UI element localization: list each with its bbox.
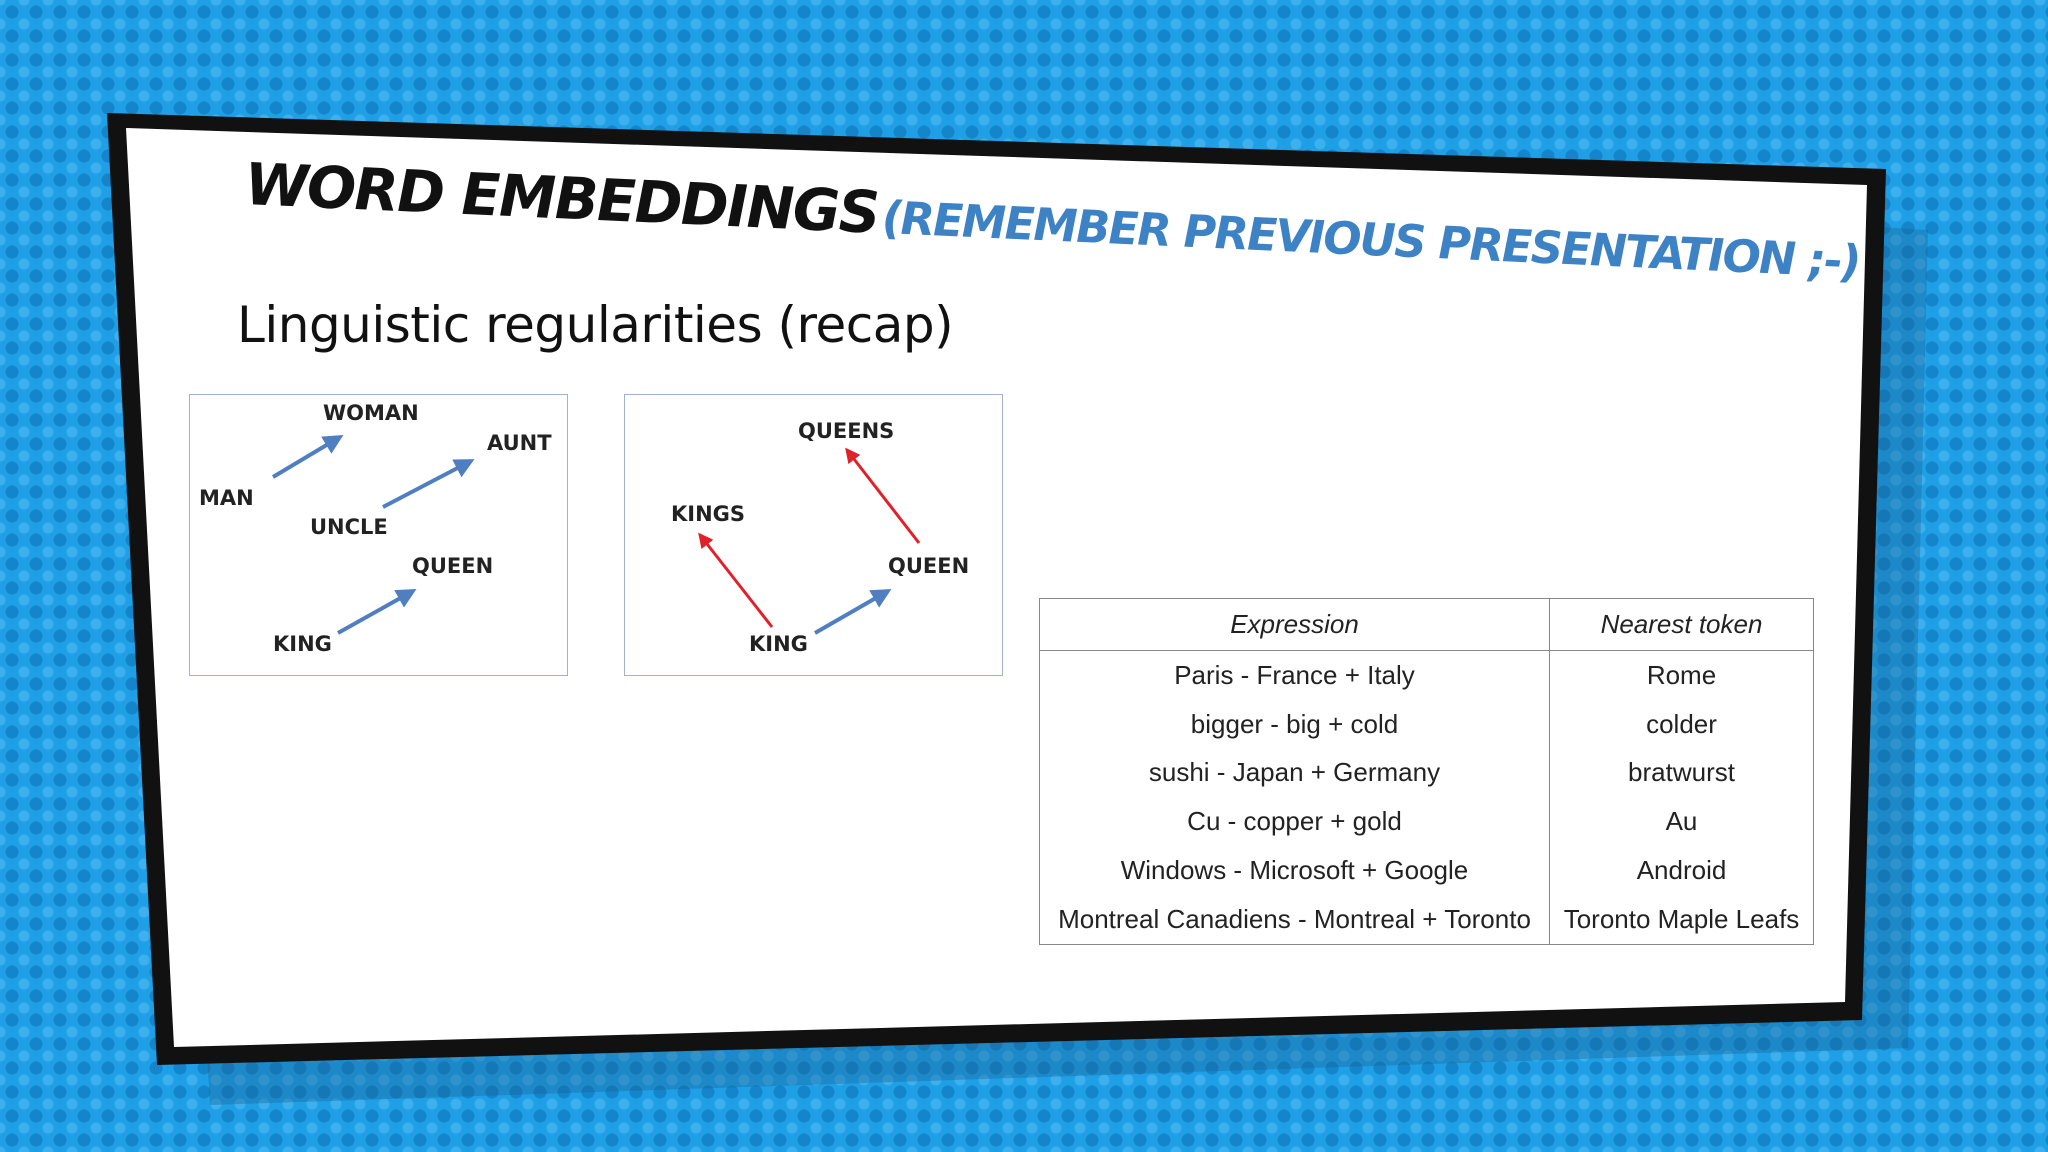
arrow-man-woman xyxy=(271,434,344,479)
token-cell: bratwurst xyxy=(1628,757,1735,788)
slide-subtitle: Linguistic regularities (recap) xyxy=(237,296,954,354)
gender-analogy-diagram: WOMAN AUNT MAN UNCLE QUEEN KING xyxy=(189,394,568,676)
label-woman: WOMAN xyxy=(323,401,419,425)
arrow-king-queen xyxy=(814,589,892,635)
arrow-uncle-aunt xyxy=(382,459,475,509)
gender-arrows xyxy=(271,434,475,635)
token-cell: colder xyxy=(1646,708,1717,739)
label-queen: QUEEN xyxy=(888,554,970,578)
table-row: Windows - Microsoft + Google Android xyxy=(1039,846,1814,895)
analogy-table: Expression Nearest token Paris - France … xyxy=(1039,598,1814,945)
label-man: MAN xyxy=(199,486,254,510)
expression-cell: Montreal Canadiens - Montreal + Toronto xyxy=(1039,894,1550,945)
plural-arrows xyxy=(698,447,921,635)
arrow-king-kings xyxy=(698,532,774,628)
table-row: Montreal Canadiens - Montreal + Toronto … xyxy=(1039,894,1814,945)
token-cell: Rome xyxy=(1646,659,1717,690)
expression-cell: Cu - copper + gold xyxy=(1039,797,1550,847)
table-row: Cu - copper + gold Au xyxy=(1039,797,1814,847)
table-row: bigger - big + cold colder xyxy=(1039,699,1814,749)
label-uncle: UNCLE xyxy=(310,515,388,539)
label-queen: QUEEN xyxy=(412,554,494,578)
label-king: KING xyxy=(749,632,808,656)
table-row: sushi - Japan + Germany bratwurst xyxy=(1039,748,1814,798)
expression-cell: Paris - France + Italy xyxy=(1039,650,1550,700)
expression-cell: sushi - Japan + Germany xyxy=(1039,748,1550,798)
label-queens: QUEENS xyxy=(798,419,895,443)
header-nearest-token: Nearest token xyxy=(1549,598,1814,651)
arrow-king-queen xyxy=(337,589,417,635)
token-cell: Au xyxy=(1665,806,1698,837)
expression-cell: bigger - big + cold xyxy=(1039,699,1550,749)
label-aunt: AUNT xyxy=(487,431,552,455)
arrow-queen-queens xyxy=(845,447,921,544)
header-expression: Expression xyxy=(1039,598,1550,651)
plural-analogy-diagram: QUEENS KINGS QUEEN KING xyxy=(624,394,1003,676)
token-cell: Toronto Maple Leafs xyxy=(1563,903,1800,934)
token-cell: Android xyxy=(1636,855,1727,886)
label-kings: KINGS xyxy=(671,502,746,526)
label-king: KING xyxy=(273,632,332,656)
table-row: Paris - France + Italy Rome xyxy=(1039,650,1814,700)
table-header-row: Expression Nearest token xyxy=(1039,598,1814,651)
expression-cell: Windows - Microsoft + Google xyxy=(1039,846,1550,895)
